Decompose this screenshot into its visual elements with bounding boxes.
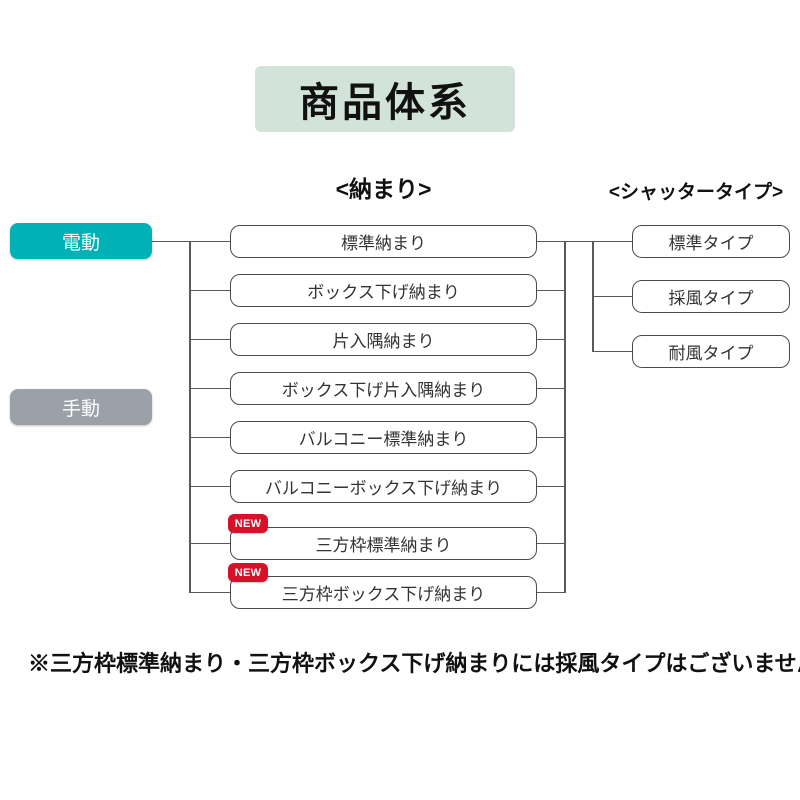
connector-line [537, 240, 565, 243]
footnote: ※三方枠標準納まり・三方枠ボックス下げ納まりには採風タイプはございません。 [28, 651, 800, 676]
osamari-node-label: バルコニーボックス下げ納まり [264, 479, 503, 498]
connector-line [190, 240, 230, 243]
connector-line [537, 338, 565, 341]
connector-line [190, 485, 230, 488]
page-title: 商品体系 [255, 66, 515, 132]
osamari-node-label: 標準納まり [341, 234, 426, 253]
osamari-node-label: 三方枠ボックス下げ納まり [281, 585, 486, 604]
osamari-node: ボックス下げ納まり [230, 274, 537, 307]
shutter-type-node: 耐風タイプ [632, 335, 790, 368]
connector-line [565, 240, 632, 243]
connector-line [190, 436, 230, 439]
connector-line [189, 240, 191, 594]
connector-line [593, 350, 632, 353]
connector-line [190, 387, 230, 390]
connector-line [592, 240, 594, 353]
osamari-node: バルコニー標準納まり [230, 421, 537, 454]
drive-node-electric: 電動 [10, 223, 152, 259]
connector-line [564, 240, 566, 594]
connector-line [537, 289, 565, 292]
osamari-node-label: 三方枠標準納まり [315, 536, 452, 555]
new-badge: NEW [228, 514, 268, 533]
osamari-node-label: ボックス下げ納まり [307, 283, 460, 302]
connector-line [190, 289, 230, 292]
osamari-column-header: <納まり> [335, 176, 432, 202]
shutter-type-node: 標準タイプ [632, 225, 790, 258]
connector-line [593, 295, 632, 298]
osamari-node-label: 片入隅納まり [332, 332, 435, 351]
connector-line [537, 542, 565, 545]
connector-line [537, 436, 565, 439]
connector-line [537, 485, 565, 488]
shutter-type-label: 耐風タイプ [668, 344, 754, 363]
osamari-node: バルコニーボックス下げ納まり [230, 470, 537, 503]
connector-line [190, 542, 230, 545]
drive-node-label: 手動 [61, 398, 100, 420]
connector-line [190, 591, 230, 594]
osamari-node-label: バルコニー標準納まり [298, 430, 469, 449]
shutter-type-label: 採風タイプ [668, 289, 754, 308]
connector-line [152, 240, 190, 243]
osamari-node: 標準納まり [230, 225, 537, 258]
osamari-node: 三方枠ボックス下げ納まり [230, 576, 537, 609]
drive-node-label: 電動 [61, 232, 100, 254]
connector-line [537, 387, 565, 390]
connector-line [537, 591, 565, 594]
osamari-node: 片入隅納まり [230, 323, 537, 356]
connector-line [190, 338, 230, 341]
new-badge: NEW [228, 563, 268, 582]
drive-node-manual: 手動 [10, 389, 152, 425]
osamari-node: 三方枠標準納まり [230, 527, 537, 560]
shutter-column-header: <シャッタータイプ> [608, 182, 784, 203]
osamari-node: ボックス下げ片入隅納まり [230, 372, 537, 405]
osamari-node-label: ボックス下げ片入隅納まり [281, 381, 486, 400]
shutter-type-label: 標準タイプ [668, 234, 754, 253]
shutter-type-node: 採風タイプ [632, 280, 790, 313]
